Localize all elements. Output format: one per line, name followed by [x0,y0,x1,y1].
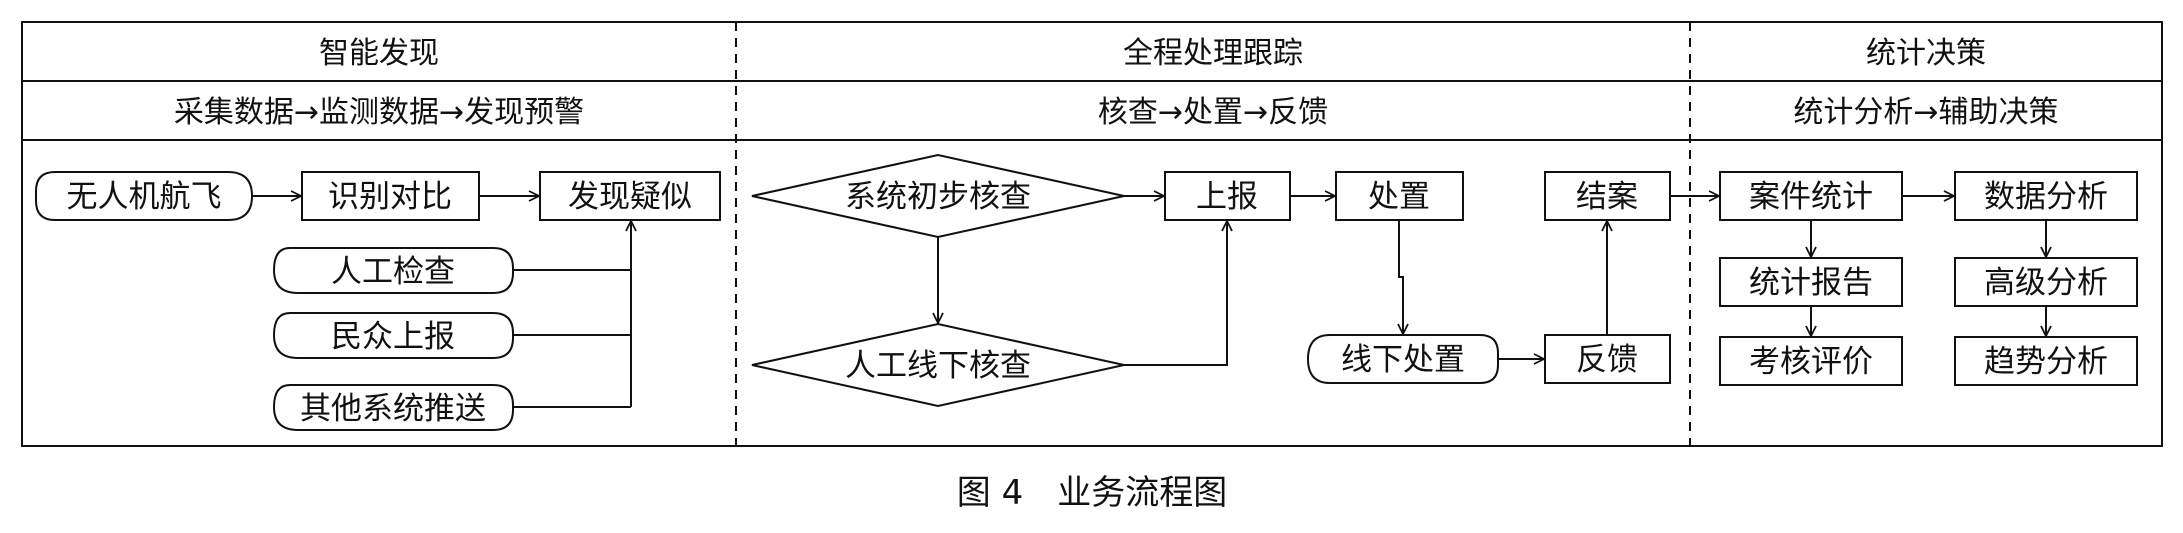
feedback-node [1544,334,1671,384]
figure-caption: 图 4 业务流程图 [957,473,1227,513]
offline-check-label: 人工线下核查 [845,348,1031,384]
offline-dispose-node [1306,334,1499,384]
uav-flight-node [35,171,254,221]
offline-dispose-label: 线下处置 [1341,342,1465,378]
find-suspect-label: 发现疑似 [568,179,692,215]
column-title: 智能发现 [319,36,439,71]
stats-report-node [1719,257,1903,307]
column-subtitle: 采集数据→监测数据→发现预警 [174,95,584,130]
public-report-node [272,312,514,359]
column-subtitle: 核查→处置→反馈 [1098,95,1328,130]
arrow-offline-check-to-report [1124,221,1227,366]
advanced-analysis-node [1954,257,2138,307]
assessment-label: 考核评价 [1749,344,1873,380]
advanced-analysis-label: 高级分析 [1984,265,2108,301]
system-check-label: 系统初步核查 [845,179,1031,215]
data-analysis-label: 数据分析 [1984,179,2108,215]
trend-analysis-label: 趋势分析 [1984,344,2108,380]
data-analysis-node [1954,171,2138,221]
stats-report-label: 统计报告 [1749,265,1873,301]
recognize-compare-node [301,171,480,221]
close-case-label: 结案 [1576,179,1638,215]
uav-flight-label: 无人机航飞 [67,179,222,215]
public-report-label: 民众上报 [331,319,455,355]
column-subtitle: 统计分析→辅助决策 [1793,95,2058,130]
manual-check-label: 人工检查 [331,254,455,290]
feedback-label: 反馈 [1576,342,1638,378]
column-title: 统计决策 [1866,36,1986,71]
other-push-label: 其他系统推送 [300,391,486,427]
manual-check-node [272,247,514,294]
arrow-dispose-to-offline-dispose [1399,220,1403,334]
case-stats-node [1719,171,1903,221]
other-push-node [272,384,514,431]
column-title: 全程处理跟踪 [1123,36,1303,71]
table-frame [21,21,2163,447]
close-case-node [1544,171,1671,221]
trend-analysis-node [1954,336,2138,386]
recognize-compare-label: 识别对比 [328,179,452,215]
dispose-label: 处置 [1368,179,1430,215]
report-label: 上报 [1196,179,1258,215]
report-node [1164,171,1291,221]
assessment-node [1719,336,1903,386]
case-stats-label: 案件统计 [1749,179,1873,215]
